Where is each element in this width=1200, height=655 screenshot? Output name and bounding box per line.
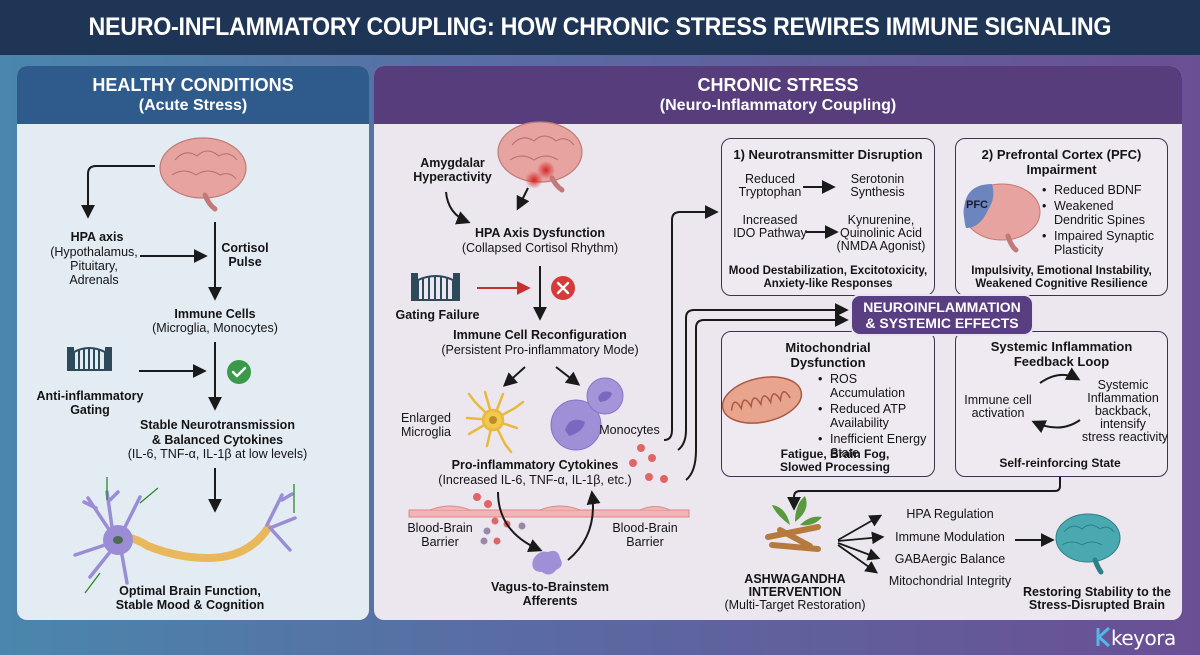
gating-failure-label: Gating Failure <box>395 308 480 322</box>
pfc-bullets: Reduced BDNF Weakened Dendritic Spines I… <box>1042 183 1162 259</box>
healthy-heading: HEALTHY CONDITIONS <box>92 74 294 95</box>
loop-right-4: intensify <box>1100 417 1146 431</box>
cortisol-line-2: Pulse <box>228 255 262 269</box>
badge-line-1: NEUROINFLAMMATION <box>863 299 1021 315</box>
gating-line-2: Gating <box>70 403 110 417</box>
loop-left-1: Immune cell <box>964 393 1032 407</box>
loop-right-3: backback, <box>1094 404 1152 418</box>
mito-bullet: Inefficient Energy State <box>818 432 933 460</box>
result-line-2: Stress-Disrupted Brain <box>1028 598 1166 612</box>
intervention-title-1: ASHWAGANDHA <box>744 572 846 586</box>
pfc-bullet: Weakened Dendritic Spines <box>1042 199 1162 227</box>
microglia-line-1: Enlarged <box>400 411 452 425</box>
mito-bullet: Reduced ATP Availability <box>818 402 933 430</box>
nt-outcome-2: Anxiety-like Responses <box>763 278 893 290</box>
amygdala-line-2: Hyperactivity <box>413 170 492 184</box>
loop-outcome: Self-reinforcing State <box>999 456 1121 470</box>
loop-title-1: Systemic Inflammation <box>990 339 1133 354</box>
badge-line-2: & SYSTEMIC EFFECTS <box>865 315 1019 331</box>
loop-left-2: activation <box>971 406 1025 420</box>
healthy-panel: HEALTHY CONDITIONS (Acute Stress) <box>17 66 369 620</box>
outcome-line-2: Stable Mood & Cognition <box>115 598 265 612</box>
neurotransmitter-box: 1) Neurotransmitter Disruption <box>721 138 935 296</box>
mito-bullet: ROS Accumulation <box>818 372 933 400</box>
nt-row2-to-3: (NMDA Agonist) <box>836 239 926 253</box>
vagus-line-1: Vagus-to-Brainstem <box>490 580 610 594</box>
monocytes-label: Monocytes <box>599 423 660 437</box>
loop-right-1: Systemic <box>1097 378 1149 392</box>
vagus-line-2: Afferents <box>522 594 578 608</box>
cytokines-sub: (Increased IL-6, TNF-α, IL-1β, etc.) <box>438 473 632 487</box>
target-immune: Immune Modulation <box>895 530 1005 544</box>
hpa-dysfunction-title: HPA Axis Dysfunction <box>474 226 606 240</box>
mito-title-2: Dysfunction <box>790 355 866 370</box>
nt-row2-to-1: Kynurenine, <box>847 213 915 227</box>
amygdala-line-1: Amygdalar <box>420 156 485 170</box>
loop-title-2: Feedback Loop <box>1013 354 1110 369</box>
pfc-title-1: 2) Prefrontal Cortex (PFC) <box>981 147 1142 162</box>
nt-row2-to-2: Quinolinic Acid <box>840 226 922 240</box>
target-hpa: HPA Regulation <box>906 507 994 521</box>
hpa-axis-line-2: Pituitary, <box>70 259 118 273</box>
chronic-heading: CHRONIC STRESS <box>697 74 859 95</box>
chronic-panel-header: CHRONIC STRESS (Neuro-Inflammatory Coupl… <box>374 66 1182 124</box>
chronic-subheading: (Neuro-Inflammatory Coupling) <box>659 96 897 114</box>
mito-bullets: ROS Accumulation Reduced ATP Availabilit… <box>818 372 933 462</box>
bbb-right-line-2: Barrier <box>626 535 664 549</box>
cytokines-title: Pro-inflammatory Cytokines <box>451 458 619 472</box>
loop-right-2: Inflammation <box>1087 391 1159 405</box>
stable-sub: (IL-6, TNF-α, IL-1β at low levels) <box>127 447 308 461</box>
outcome-line-1: Optimal Brain Function, <box>119 584 261 598</box>
stable-line-1: Stable Neurotransmission <box>140 418 295 432</box>
pfc-outcome-1: Impulsivity, Emotional Instability, <box>971 265 1152 277</box>
healthy-subheading: (Acute Stress) <box>138 96 248 114</box>
bbb-left-line-1: Blood-Brain <box>407 521 473 535</box>
brand-name: keyora <box>1111 626 1176 650</box>
keyora-logo: keyora <box>1094 626 1176 650</box>
intervention-sub: (Multi-Target Restoration) <box>724 598 866 612</box>
cortisol-line-1: Cortisol <box>221 241 269 255</box>
pfc-outcome-2: Weakened Cognitive Resilience <box>975 278 1148 290</box>
intervention-title-2: INTERVENTION <box>748 585 842 599</box>
page-title: NEURO-INFLAMMATORY COUPLING: HOW CHRONIC… <box>88 13 1112 41</box>
mito-title-1: Mitochondrial <box>785 340 871 355</box>
title-bar: NEURO-INFLAMMATORY COUPLING: HOW CHRONIC… <box>0 0 1200 55</box>
healthy-panel-header: HEALTHY CONDITIONS (Acute Stress) <box>17 66 369 124</box>
pfc-label: PFC <box>966 199 988 211</box>
mito-outcome-2: Slowed Processing <box>779 460 891 474</box>
hpa-axis-line-1: (Hypothalamus, <box>50 245 138 259</box>
target-mito: Mitochondrial Integrity <box>888 574 1012 588</box>
target-gaba: GABAergic Balance <box>894 552 1006 566</box>
hpa-dysfunction-sub: (Collapsed Cortisol Rhythm) <box>461 241 619 255</box>
neurotransmitter-title: 1) Neurotransmitter Disruption <box>733 147 923 162</box>
loop-box: Systemic Inflammation Feedback Loop <box>955 331 1168 477</box>
immune-cells-title: Immune Cells <box>174 307 256 321</box>
bbb-left-line-2: Barrier <box>421 535 459 549</box>
microglia-line-2: Microglia <box>400 425 451 439</box>
pfc-title-2: Impairment <box>1026 162 1097 177</box>
hpa-axis-title: HPA axis <box>70 230 124 244</box>
result-line-1: Restoring Stability to the <box>1023 585 1171 599</box>
nt-row2-from-2: IDO Pathway <box>733 226 807 240</box>
nt-row1-from-2: Tryptophan <box>738 185 802 199</box>
stable-line-2: & Balanced Cytokines <box>151 433 284 447</box>
pfc-bullet: Impaired Synaptic Plasticity <box>1042 229 1162 257</box>
nt-row1-from-1: Reduced <box>744 172 796 186</box>
immune-cells-sub: (Microglia, Monocytes) <box>152 321 278 335</box>
hpa-axis-line-3: Adrenals <box>69 273 119 287</box>
nt-row2-from-1: Increased <box>742 213 798 227</box>
loop-right-5: stress reactivity <box>1081 430 1169 444</box>
neuroinflammation-badge: NEUROINFLAMMATION & SYSTEMIC EFFECTS <box>850 294 1034 336</box>
reconfig-title: Immune Cell Reconfiguration <box>453 328 627 342</box>
nt-row1-to-1: Serotonin <box>850 172 905 186</box>
bbb-right-line-1: Blood-Brain <box>612 521 678 535</box>
nt-row1-to-2: Synthesis <box>850 185 905 199</box>
pfc-bullet: Reduced BDNF <box>1042 183 1162 197</box>
nt-outcome-1: Mood Destabilization, Excitotoxicity, <box>728 265 928 277</box>
gating-line-1: Anti-inflammatory <box>36 389 144 403</box>
reconfig-sub: (Persistent Pro-inflammatory Mode) <box>441 343 639 357</box>
mito-outcome-1: Fatigue, Brain Fog, <box>780 447 890 461</box>
